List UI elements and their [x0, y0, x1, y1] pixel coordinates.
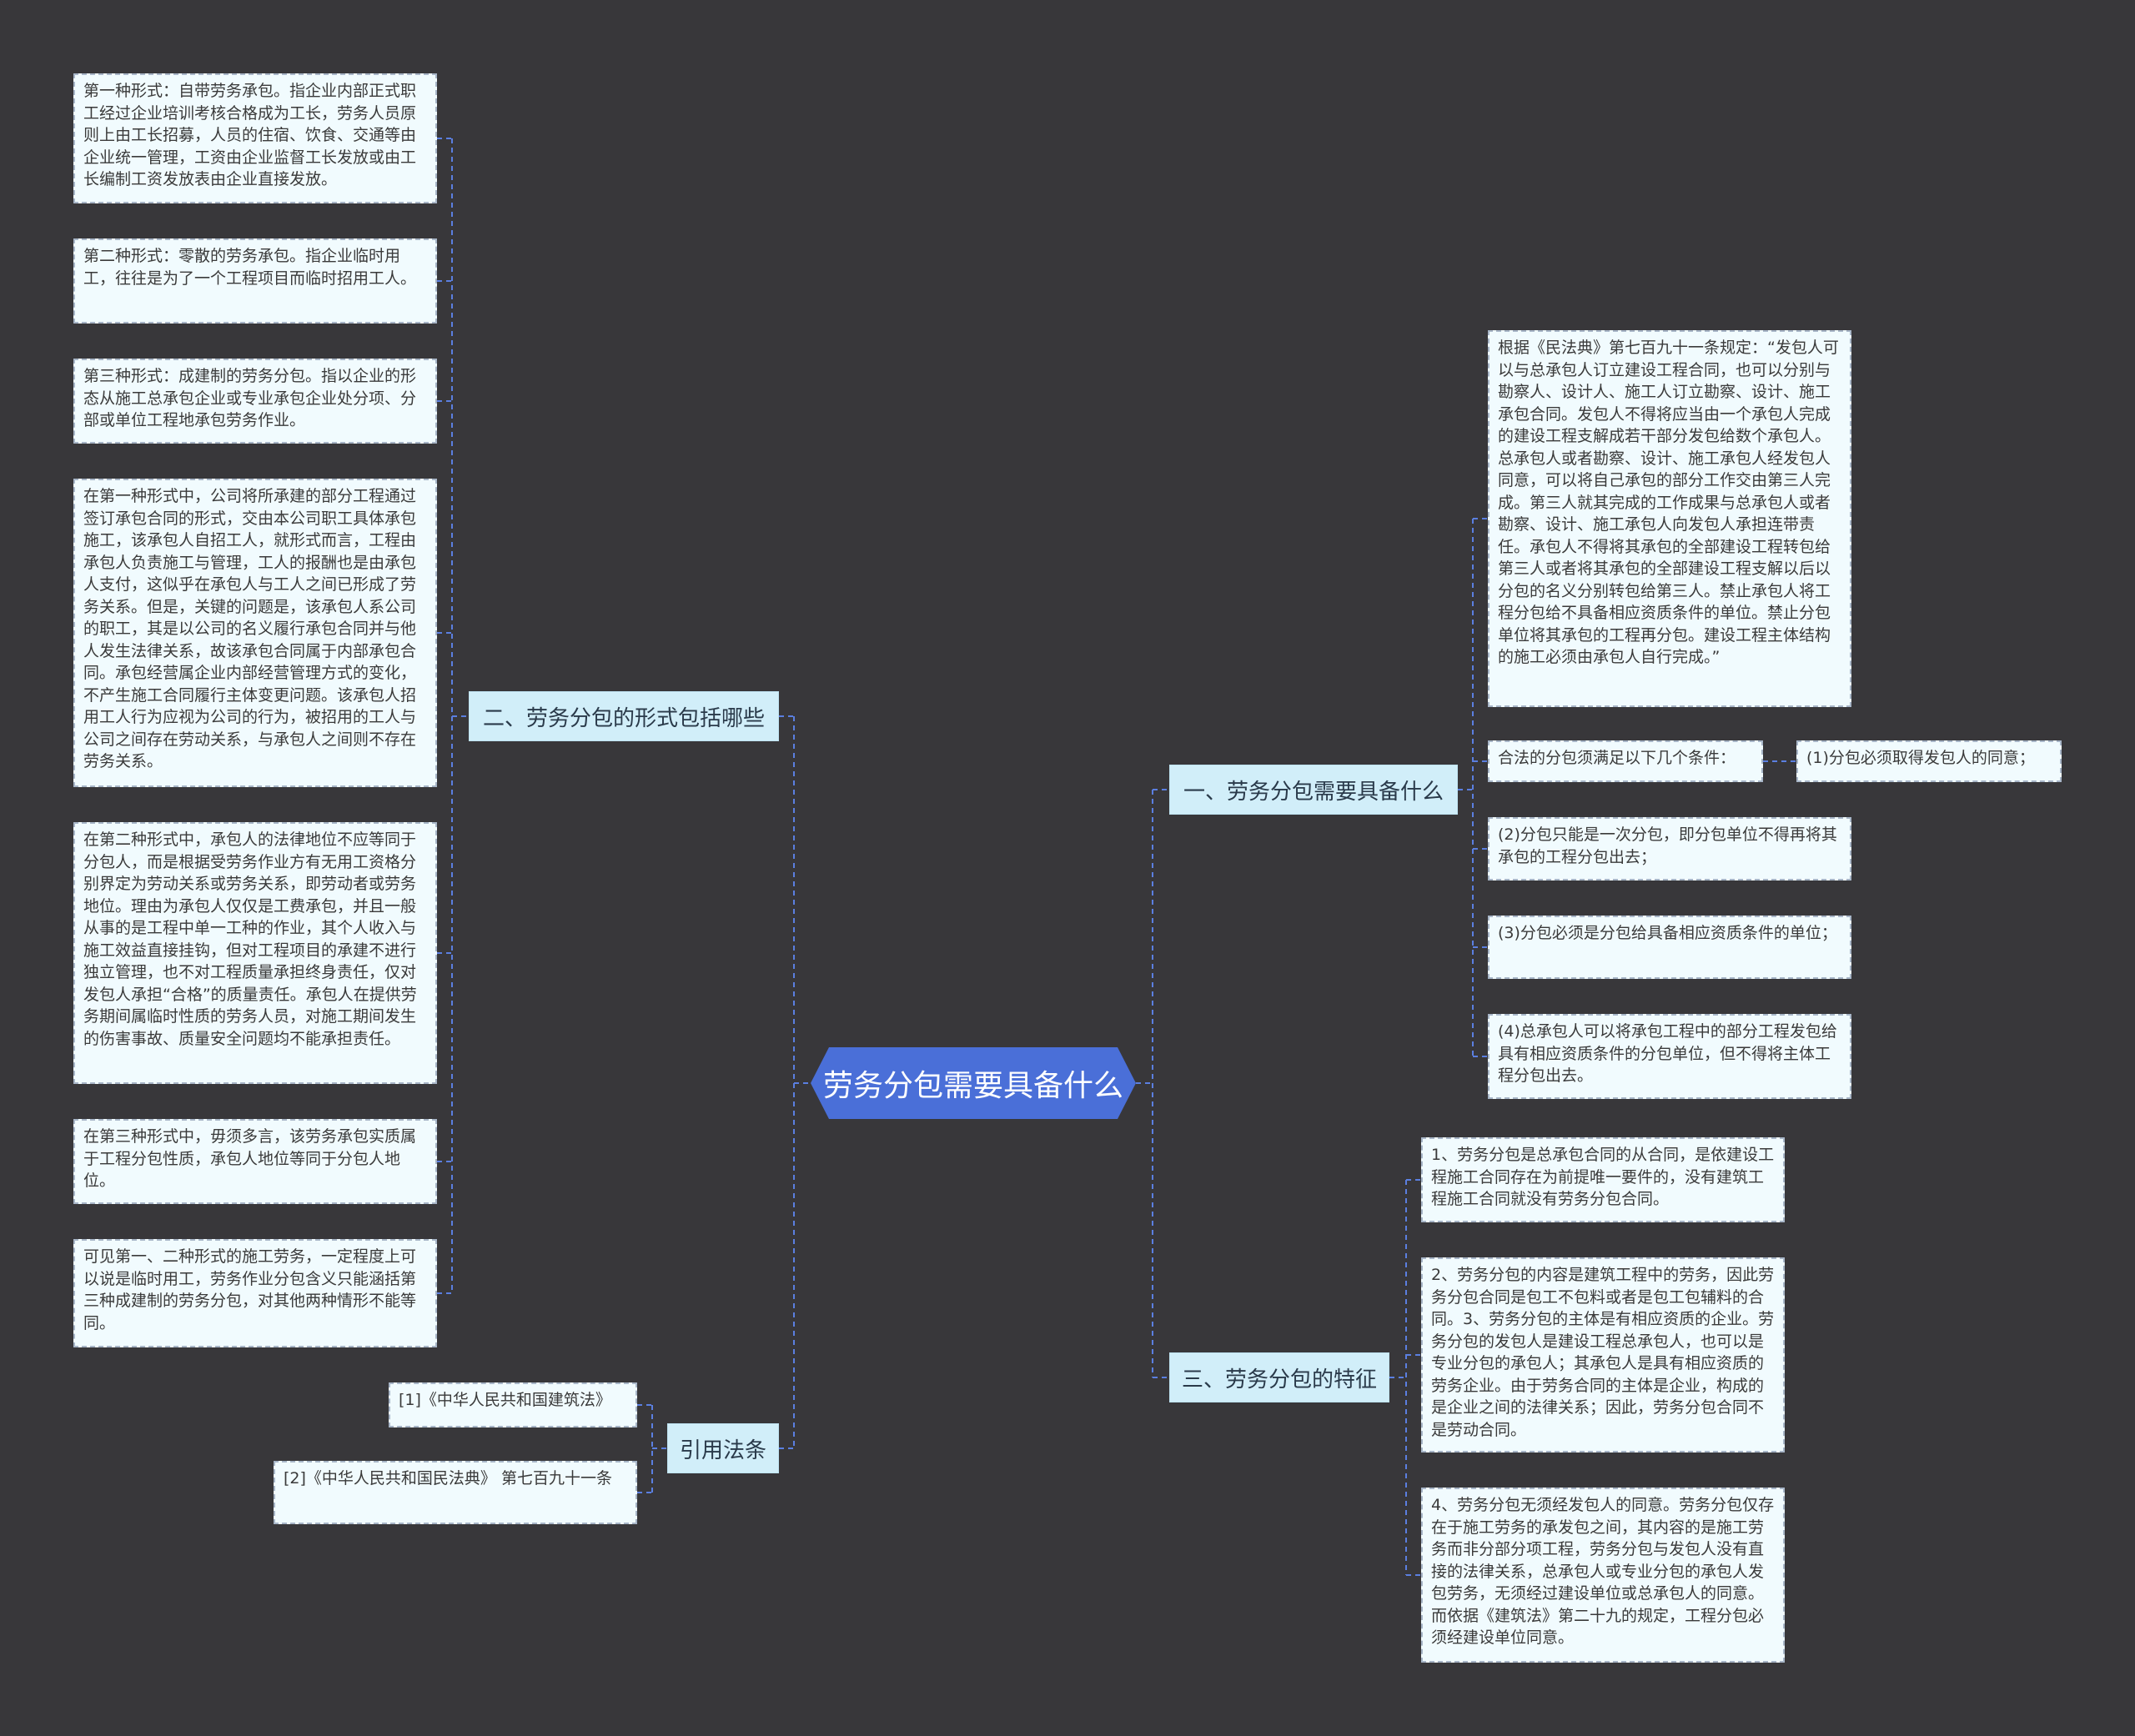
form-leaf-3[interactable]: 第三种形式：成建制的劳务分包。指以企业的形态从施工总承包企业或专业承包企业处分项…: [73, 359, 437, 444]
requirement-condition-2-leaf[interactable]: (2)分包只能是一次分包，即分包单位不得再将其承包的工程分包出去；: [1488, 817, 1851, 881]
feature-leaf-2[interactable]: 2、劳务分包的内容是建筑工程中的劳务，因此劳务分包合同是包工不包料或者是包工包辅…: [1421, 1257, 1785, 1453]
requirement-condition-4-leaf[interactable]: (4)总承包人可以将承包工程中的部分工程发包给具有相应资质条件的分包单位，但不得…: [1488, 1014, 1851, 1099]
reference-leaf-1[interactable]: [1]《中华人民共和国建筑法》: [389, 1382, 637, 1427]
root-topic[interactable]: 劳务分包需要具备什么: [811, 1047, 1136, 1119]
form-leaf-6[interactable]: 在第三种形式中，毋须多言，该劳务承包实质属于工程分包性质，承包人地位等同于分包人…: [73, 1119, 437, 1204]
form-leaf-4[interactable]: 在第一种形式中，公司将所承建的部分工程通过签订承包合同的形式，交由本公司职工具体…: [73, 479, 437, 787]
feature-leaf-1[interactable]: 1、劳务分包是总承包合同的从合同，是依建设工程施工合同存在为前提唯一要件的，没有…: [1421, 1137, 1785, 1222]
branch-forms[interactable]: 二、劳务分包的形式包括哪些: [469, 691, 779, 741]
branch-features[interactable]: 三、劳务分包的特征: [1169, 1352, 1389, 1402]
form-leaf-5[interactable]: 在第二种形式中，承包人的法律地位不应等同于分包人，而是根据受劳务作业方有无用工资…: [73, 822, 437, 1084]
form-leaf-2[interactable]: 第二种形式：零散的劳务承包。指企业临时用工，往往是为了一个工程项目而临时招用工人…: [73, 238, 437, 324]
reference-leaf-2[interactable]: [2]《中华人民共和国民法典》 第七百九十一条: [274, 1461, 637, 1524]
form-leaf-1[interactable]: 第一种形式：自带劳务承包。指企业内部正式职工经过企业培训考核合格成为工长，劳务人…: [73, 73, 437, 203]
form-leaf-7[interactable]: 可见第一、二种形式的施工劳务，一定程度上可以说是临时用工，劳务作业分包含义只能涵…: [73, 1239, 437, 1347]
branch-references[interactable]: 引用法条: [667, 1423, 779, 1473]
requirement-law-leaf[interactable]: 根据《民法典》第七百九十一条规定：“发包人可以与总承包人订立建设工程合同，也可以…: [1488, 330, 1851, 707]
requirement-condition-3-leaf[interactable]: (3)分包必须是分包给具备相应资质条件的单位；: [1488, 916, 1851, 979]
branch-requirements[interactable]: 一、劳务分包需要具备什么: [1169, 765, 1458, 815]
requirement-conditions-leaf[interactable]: 合法的分包须满足以下几个条件：: [1488, 740, 1763, 782]
feature-leaf-3[interactable]: 4、劳务分包无须经发包人的同意。劳务分包仅存在于施工劳务的承发包之间，其内容的是…: [1421, 1488, 1785, 1663]
requirement-condition-1-leaf[interactable]: (1)分包必须取得发包人的同意；: [1796, 740, 2062, 782]
